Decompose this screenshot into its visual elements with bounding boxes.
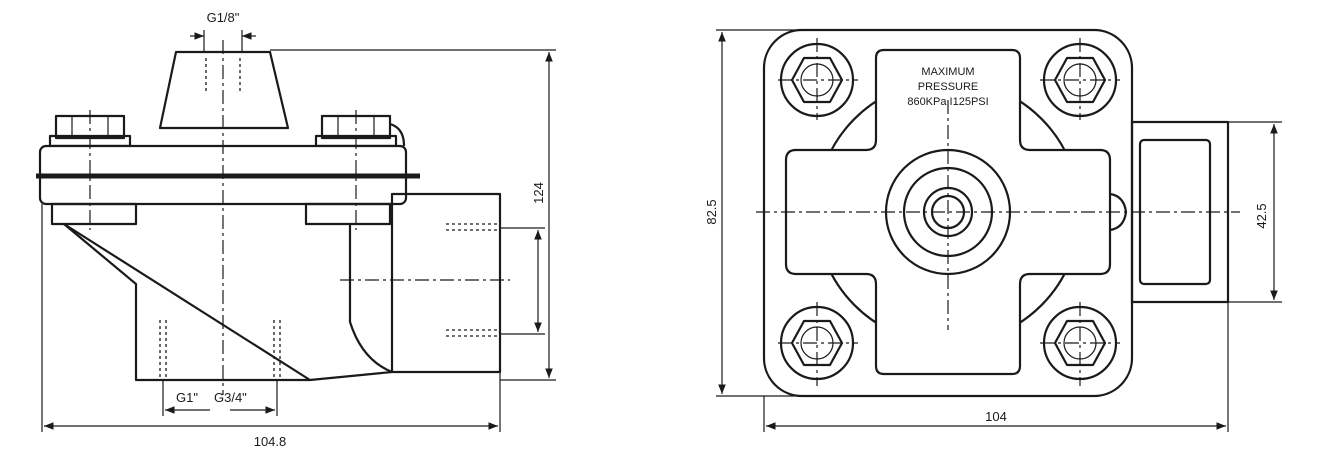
- side-height-label: 124: [531, 182, 546, 204]
- bolt-bottom-right: [1042, 305, 1118, 381]
- side-port-height-label: 42.5: [1254, 203, 1269, 228]
- port-bottom-b-label: G3/4": [214, 390, 247, 405]
- bolt-top-right: [1042, 42, 1118, 118]
- valve-body: [63, 192, 502, 382]
- top-port-boss: [158, 50, 290, 130]
- top-width-label: 104: [985, 409, 1007, 424]
- side-width-label: 104.8: [254, 434, 287, 449]
- plate-line-1: MAXIMUM: [921, 66, 974, 78]
- side-view: G1/8": [36, 10, 556, 449]
- port-bottom-a-label: G1": [176, 390, 198, 405]
- top-height-label: 82.5: [704, 199, 719, 224]
- top-view: MAXIMUM PRESSURE 860KPa I125PSI 82.5 42.…: [704, 28, 1282, 432]
- plate-line-2: PRESSURE: [918, 81, 979, 93]
- plate-line-3: 860KPa I125PSI: [907, 96, 988, 108]
- port-top-label: G1/8": [207, 10, 240, 25]
